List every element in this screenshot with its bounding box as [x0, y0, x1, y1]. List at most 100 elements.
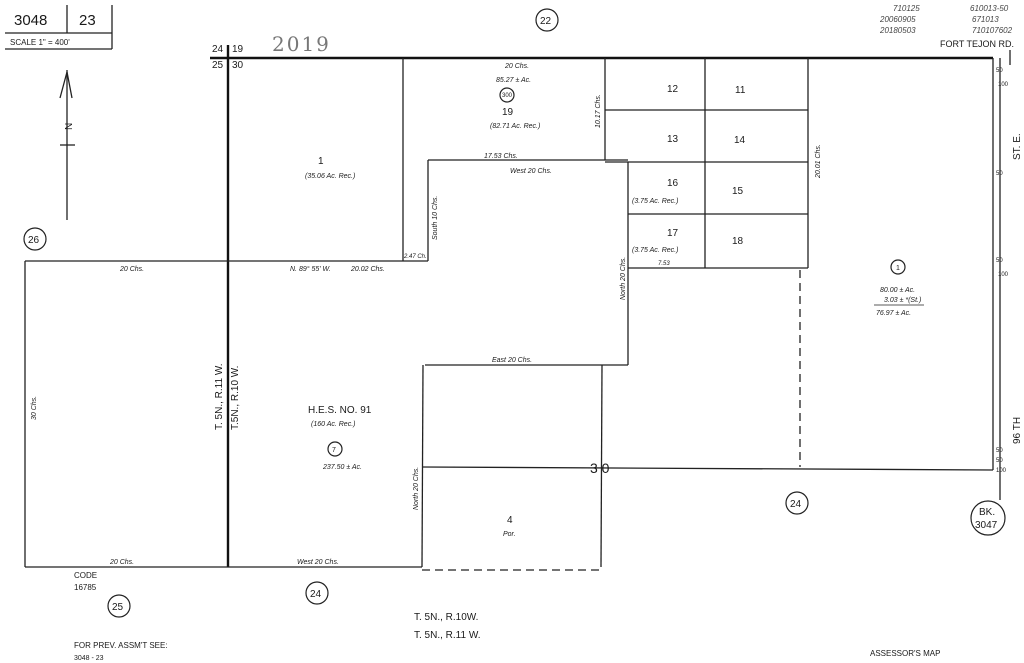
svg-text:1: 1	[896, 265, 900, 272]
svg-text:17: 17	[667, 228, 679, 239]
page-number: 23	[79, 12, 96, 29]
page-ref-24[interactable]: 24	[305, 581, 329, 605]
svg-text:20.01 Chs.: 20.01 Chs.	[815, 144, 822, 179]
book-number: 3048	[14, 12, 47, 29]
svg-text:(35.06 Ac. Rec.): (35.06 Ac. Rec.)	[305, 173, 355, 180]
page-ref-25[interactable]: 25	[107, 594, 131, 618]
svg-text:20 Chs.: 20 Chs.	[504, 63, 529, 70]
svg-text:16: 16	[667, 178, 679, 189]
svg-text:(160 Ac. Rec.): (160 Ac. Rec.)	[311, 421, 355, 428]
page-ref-24-right[interactable]: 24	[785, 491, 809, 515]
svg-text:20060905: 20060905	[879, 15, 916, 24]
svg-text:100: 100	[998, 82, 1009, 88]
parcel-16[interactable]: 16 (3.75 Ac. Rec.)	[632, 178, 679, 205]
svg-text:10.17 Chs.: 10.17 Chs.	[595, 94, 602, 128]
section-corner-labels: 24 19 25 30	[212, 44, 244, 71]
svg-text:North 20 Chs.: North 20 Chs.	[620, 257, 627, 300]
svg-text:N. 89° 55' W.: N. 89° 55' W.	[290, 265, 331, 273]
svg-text:30: 30	[232, 60, 244, 71]
svg-text:West 20 Chs.: West 20 Chs.	[297, 559, 339, 566]
parcel-boundaries	[24, 45, 1011, 571]
year-stamp: 2019	[272, 32, 331, 56]
township-line-2: T. 5N., R.11 W.	[414, 630, 481, 641]
svg-text:West 20 Chs.: West 20 Chs.	[510, 168, 552, 175]
parcel-12[interactable]: 12	[667, 84, 679, 95]
road-st-e: ST. E.	[1012, 133, 1023, 160]
parcel-1[interactable]: 1 (35.06 Ac. Rec.)	[305, 156, 355, 180]
svg-text:50: 50	[996, 171, 1003, 177]
svg-text:7.53: 7.53	[658, 261, 670, 267]
svg-text:24: 24	[212, 44, 224, 55]
svg-text:25: 25	[112, 602, 124, 613]
parcel-hes-91[interactable]: H.E.S. NO. 91 (160 Ac. Rec.) 7 237.50 ± …	[308, 405, 372, 471]
road-96th: 96 TH	[1012, 417, 1023, 444]
svg-text:Por.: Por.	[503, 531, 516, 538]
parcel-18[interactable]: 18	[732, 236, 744, 247]
parcel-circled-1[interactable]: 1 80.00 ± Ac. 3.03 ± *(St.) 76.97 ± Ac.	[874, 259, 924, 317]
code-value: 16785	[74, 583, 97, 592]
township-label-r11: T. 5N., R.11 W.	[214, 364, 225, 431]
svg-text:24: 24	[790, 499, 802, 510]
dimension-labels: 20 Chs. 10.17 Chs. 17.53 Chs. West 20 Ch…	[31, 63, 822, 566]
svg-text:3.03 ± *(St.): 3.03 ± *(St.)	[884, 297, 921, 304]
svg-text:East 20 Chs.: East 20 Chs.	[492, 357, 532, 364]
revision-stamps: 710125 20060905 20180503 610013-50 67101…	[879, 4, 1013, 35]
svg-text:22: 22	[540, 16, 552, 27]
svg-text:50: 50	[996, 68, 1003, 74]
svg-text:20.02 Chs.: 20.02 Chs.	[350, 266, 385, 273]
map-number-box: 3048 23 SCALE 1" = 400'	[5, 5, 113, 50]
svg-text:710125: 710125	[893, 4, 920, 13]
page-ref-26[interactable]: 26	[23, 227, 47, 251]
parcel-4[interactable]: 4 Por.	[503, 515, 516, 538]
parcel-15[interactable]: 15	[732, 186, 744, 197]
svg-text:85.27 ± Ac.: 85.27 ± Ac.	[496, 77, 531, 84]
township-label-r10: T.5N., R.10 W.	[230, 366, 241, 430]
svg-text:4: 4	[507, 515, 513, 526]
road-width-marks: 50 100 50 50 100 50 50 100	[996, 68, 1009, 474]
svg-text:South 10 Chs.: South 10 Chs.	[432, 196, 439, 240]
svg-text:50: 50	[996, 448, 1003, 454]
svg-text:2.47 Ch.: 2.47 Ch.	[403, 254, 427, 260]
book-ref-3047[interactable]: BK. 3047	[970, 500, 1006, 536]
svg-text:3047: 3047	[975, 520, 998, 531]
prev-assessment-ref: 3048 - 23	[74, 655, 104, 662]
svg-text:17.53 Chs.: 17.53 Chs.	[484, 153, 518, 160]
svg-text:80.00 ± Ac.: 80.00 ± Ac.	[880, 287, 915, 294]
svg-text:20180503: 20180503	[879, 26, 916, 35]
parcel-13[interactable]: 13	[667, 134, 679, 145]
north-arrow-icon: N	[59, 70, 75, 220]
svg-text:(82.71 Ac. Rec.): (82.71 Ac. Rec.)	[490, 123, 540, 130]
map-title: ASSESSOR'S MAP	[870, 649, 940, 658]
svg-text:237.50 ± Ac.: 237.50 ± Ac.	[322, 464, 362, 471]
page-ref-22[interactable]: 22	[535, 8, 559, 32]
svg-text:(3.75 Ac. Rec.): (3.75 Ac. Rec.)	[632, 198, 678, 205]
prev-assessment-label: FOR PREV. ASSM'T SEE:	[74, 641, 168, 650]
svg-text:24: 24	[310, 589, 322, 600]
svg-text:610013-50: 610013-50	[970, 4, 1009, 13]
parcel-19[interactable]: 85.27 ± Ac. 300 19 (82.71 Ac. Rec.)	[490, 77, 540, 130]
svg-text:76.97 ± Ac.: 76.97 ± Ac.	[876, 310, 911, 317]
svg-text:710107602: 710107602	[972, 26, 1013, 35]
road-fort-tejon: FORT TEJON RD.	[940, 39, 1014, 49]
parcel-14[interactable]: 14	[734, 135, 746, 146]
parcel-11[interactable]: 11	[735, 85, 746, 96]
svg-text:H.E.S. NO. 91: H.E.S. NO. 91	[308, 405, 372, 416]
svg-text:North 20 Chs.: North 20 Chs.	[413, 467, 420, 510]
svg-text:1: 1	[318, 156, 324, 167]
svg-text:N: N	[64, 123, 75, 130]
svg-text:671013: 671013	[972, 15, 999, 24]
svg-text:7: 7	[332, 447, 336, 454]
svg-text:50: 50	[996, 458, 1003, 464]
svg-text:(3.75 Ac. Rec.): (3.75 Ac. Rec.)	[632, 247, 678, 254]
svg-text:19: 19	[502, 107, 514, 118]
svg-text:26: 26	[28, 235, 40, 246]
svg-text:100: 100	[996, 468, 1007, 474]
svg-text:20 Chs.: 20 Chs.	[109, 559, 134, 566]
section-number: 3 0	[590, 460, 610, 476]
svg-text:30 Chs.: 30 Chs.	[31, 396, 38, 420]
svg-text:300: 300	[502, 93, 513, 99]
parcel-17[interactable]: 17 (3.75 Ac. Rec.)	[632, 228, 679, 254]
svg-text:BK.: BK.	[979, 507, 995, 518]
township-line-1: T. 5N., R.10W.	[414, 612, 478, 623]
